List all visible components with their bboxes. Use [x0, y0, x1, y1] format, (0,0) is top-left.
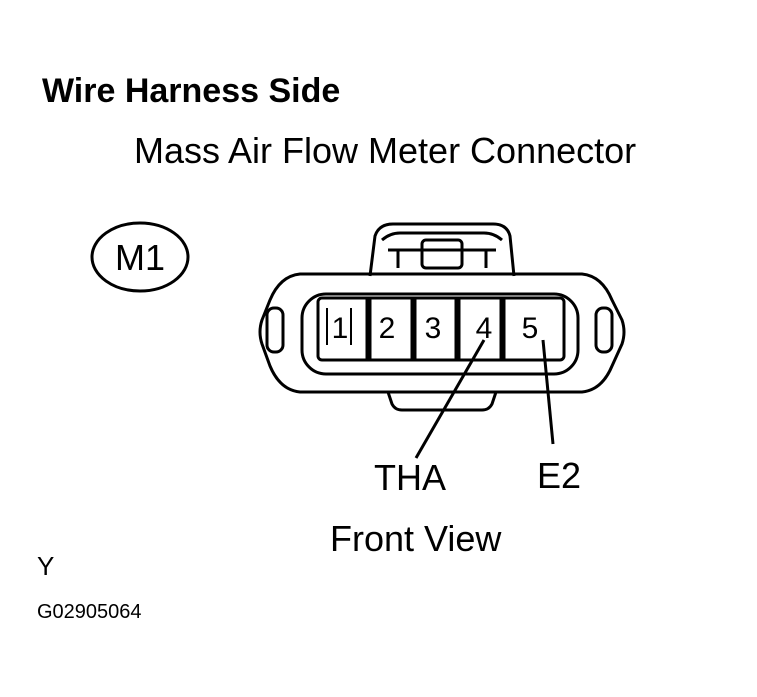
pin-divider: [410, 298, 417, 360]
latch-outer: [368, 222, 516, 277]
terminal-label-e2: E2: [537, 455, 582, 496]
cavity-inner: [316, 296, 566, 362]
e2-lead-line: [541, 339, 555, 445]
pin-number: 5: [522, 312, 539, 345]
latch-rim: [381, 231, 503, 242]
pin-number: 4: [476, 312, 493, 345]
pin-divider: [454, 298, 461, 360]
connector-name: Mass Air Flow Meter Connector: [134, 130, 637, 171]
right-rib: [594, 306, 614, 354]
figure-code: G02905064: [37, 601, 142, 623]
pin-number: 3: [425, 312, 442, 345]
connector-housing: [258, 272, 626, 394]
left-rib: [265, 306, 285, 354]
pin-divider: [365, 298, 372, 360]
connector-code-ellipse: [90, 221, 190, 293]
diagram-title: Wire Harness Side: [42, 72, 341, 110]
pin-divider: [499, 298, 506, 360]
pin-number: 2: [379, 312, 396, 345]
terminal-label-tha: THA: [374, 457, 446, 498]
tha-lead-line: [414, 339, 486, 459]
footnote-letter: Y: [37, 551, 55, 581]
latch-guides: [396, 250, 488, 268]
view-label: Front View: [330, 518, 502, 559]
terminal-mark: [326, 308, 352, 345]
bottom-key: [386, 391, 498, 412]
latch-tab: [420, 238, 464, 270]
cavity-frame: [300, 292, 580, 376]
pin-number: 1: [332, 312, 349, 345]
connector-code: M1: [115, 237, 165, 278]
